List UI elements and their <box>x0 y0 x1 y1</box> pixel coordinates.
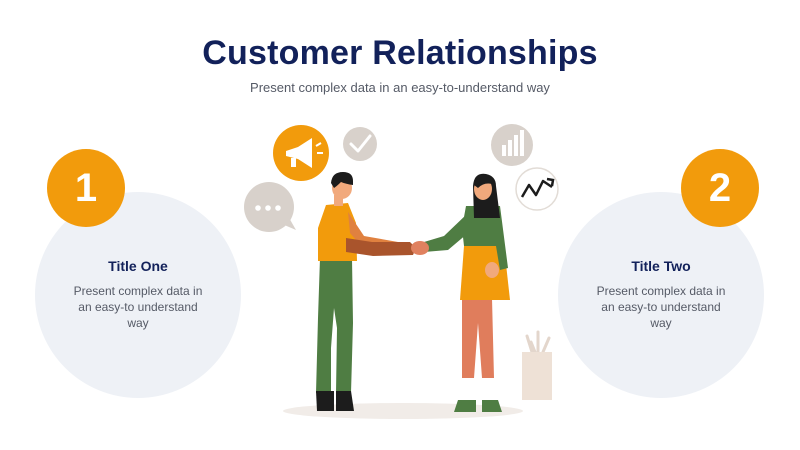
card-one-number-badge: 1 <box>47 149 125 227</box>
card-two-title: Title Two <box>631 258 691 274</box>
chat-bubble-icon <box>244 182 296 232</box>
card-two-number-badge: 2 <box>681 149 759 227</box>
card-one-text: Present complex data in an easy-to under… <box>73 284 203 330</box>
page-subtitle: Present complex data in an easy-to-under… <box>250 80 550 95</box>
card-two-text: Present complex data in an easy-to under… <box>596 284 726 330</box>
woman-figure <box>411 173 510 412</box>
megaphone-icon <box>273 125 329 181</box>
man-figure <box>316 172 416 411</box>
card-two-background <box>558 192 764 398</box>
bar-chart-icon <box>491 124 533 166</box>
checkmark-icon <box>343 127 377 161</box>
page-title: Customer Relationships <box>202 34 598 72</box>
plant-pot-icon <box>522 330 552 400</box>
handshake-illustration <box>244 124 559 419</box>
line-chart-icon <box>515 167 559 211</box>
card-one-background <box>35 192 241 398</box>
card-one-title: Title One <box>108 258 168 274</box>
